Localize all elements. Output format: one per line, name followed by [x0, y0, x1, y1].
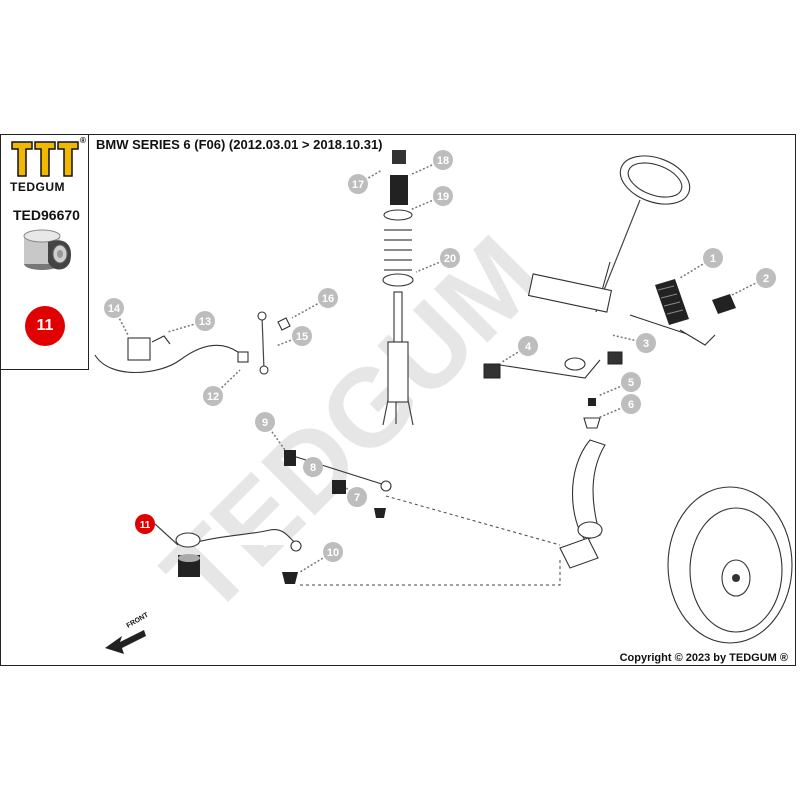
callout-4-label: 4: [525, 341, 532, 353]
steering-boot-icon: [655, 279, 689, 325]
sidebar-panel: [0, 134, 89, 370]
callout-10-marker: [323, 542, 343, 562]
callout-18-label: 18: [437, 155, 449, 167]
wheel-tire-icon: [667, 486, 793, 644]
callout-20-label: 20: [444, 253, 456, 265]
callout-10-label: 10: [327, 547, 339, 559]
callout-16-label: 16: [322, 293, 334, 305]
callout-6-marker: [621, 394, 641, 414]
callout-7-marker: [347, 487, 367, 507]
callout-5-marker: [621, 372, 641, 392]
callout-13-label: 13: [199, 316, 211, 328]
callout-16-leader: [291, 297, 329, 319]
callout-14-marker: [104, 298, 124, 318]
callout-13-marker: [195, 311, 215, 331]
stabilizer-link-icon: [237, 311, 291, 375]
callout-1-label: 1: [710, 253, 716, 265]
callout-10-leader: [299, 551, 334, 573]
steering-knuckle-icon: [559, 439, 606, 569]
part-number: TED96670: [13, 207, 80, 223]
callout-3-marker: [636, 333, 656, 353]
callout-12-label: 12: [207, 391, 219, 403]
callout-1-leader: [679, 257, 714, 279]
lower-control-arm-icon: [175, 529, 302, 584]
steering-wheel-icon: [527, 155, 691, 336]
callout-5-label: 5: [628, 377, 634, 389]
callout-11-marker: [135, 514, 155, 534]
bushing-product-image: [23, 229, 72, 270]
tedgum-logo-icon: [11, 141, 79, 177]
callout-8-label: 8: [310, 462, 316, 474]
registered-mark: ®: [80, 136, 86, 145]
callout-13-leader: [167, 320, 206, 333]
callout-8-marker: [303, 457, 323, 477]
callout-1-marker: [703, 248, 723, 268]
callout-9-marker: [255, 412, 275, 432]
callout-7-label: 7: [354, 492, 360, 504]
callout-18-marker: [433, 150, 453, 170]
callout-2-marker: [756, 268, 776, 288]
callout-17-marker: [348, 174, 368, 194]
callout-7-leader: [344, 486, 358, 498]
callout-9-label: 9: [262, 417, 268, 429]
callout-19-marker: [433, 186, 453, 206]
stabilizer-bar-icon: [94, 335, 239, 373]
watermark-text: TEDGUM: [140, 213, 564, 637]
brand-name: TEDGUM: [10, 180, 65, 194]
callout-2-leader: [729, 277, 767, 297]
front-label: FRONT: [126, 611, 151, 629]
page-title: BMW SERIES 6 (F06) (2012.03.01 > 2018.10…: [96, 137, 383, 152]
diagram-frame: [0, 134, 796, 666]
callout-2-label: 2: [763, 273, 769, 285]
shock-absorber-icon: [382, 150, 414, 426]
highlight-badge: 11: [25, 306, 65, 346]
callout-3-label: 3: [643, 338, 649, 350]
callout-12-marker: [203, 386, 223, 406]
tension-strut-icon: [284, 450, 392, 518]
callout-15-marker: [292, 326, 312, 346]
callout-6-label: 6: [628, 399, 634, 411]
copyright-text: Copyright © 2023 by TEDGUM ®: [619, 652, 788, 664]
callout-19-label: 19: [437, 191, 449, 203]
callout-16-marker: [318, 288, 338, 308]
callout-17-label: 17: [352, 179, 364, 191]
callout-4-marker: [518, 336, 538, 356]
callout-11-label: 11: [140, 520, 151, 531]
callout-14-label: 14: [108, 303, 121, 315]
callout-20-marker: [440, 248, 460, 268]
callout-15-label: 15: [296, 331, 308, 343]
front-arrow-icon: FRONT: [105, 611, 151, 654]
tie-rod-end-icon: [679, 294, 736, 346]
dashed-connectors: [300, 495, 561, 586]
upper-control-arm-icon: [483, 351, 623, 429]
